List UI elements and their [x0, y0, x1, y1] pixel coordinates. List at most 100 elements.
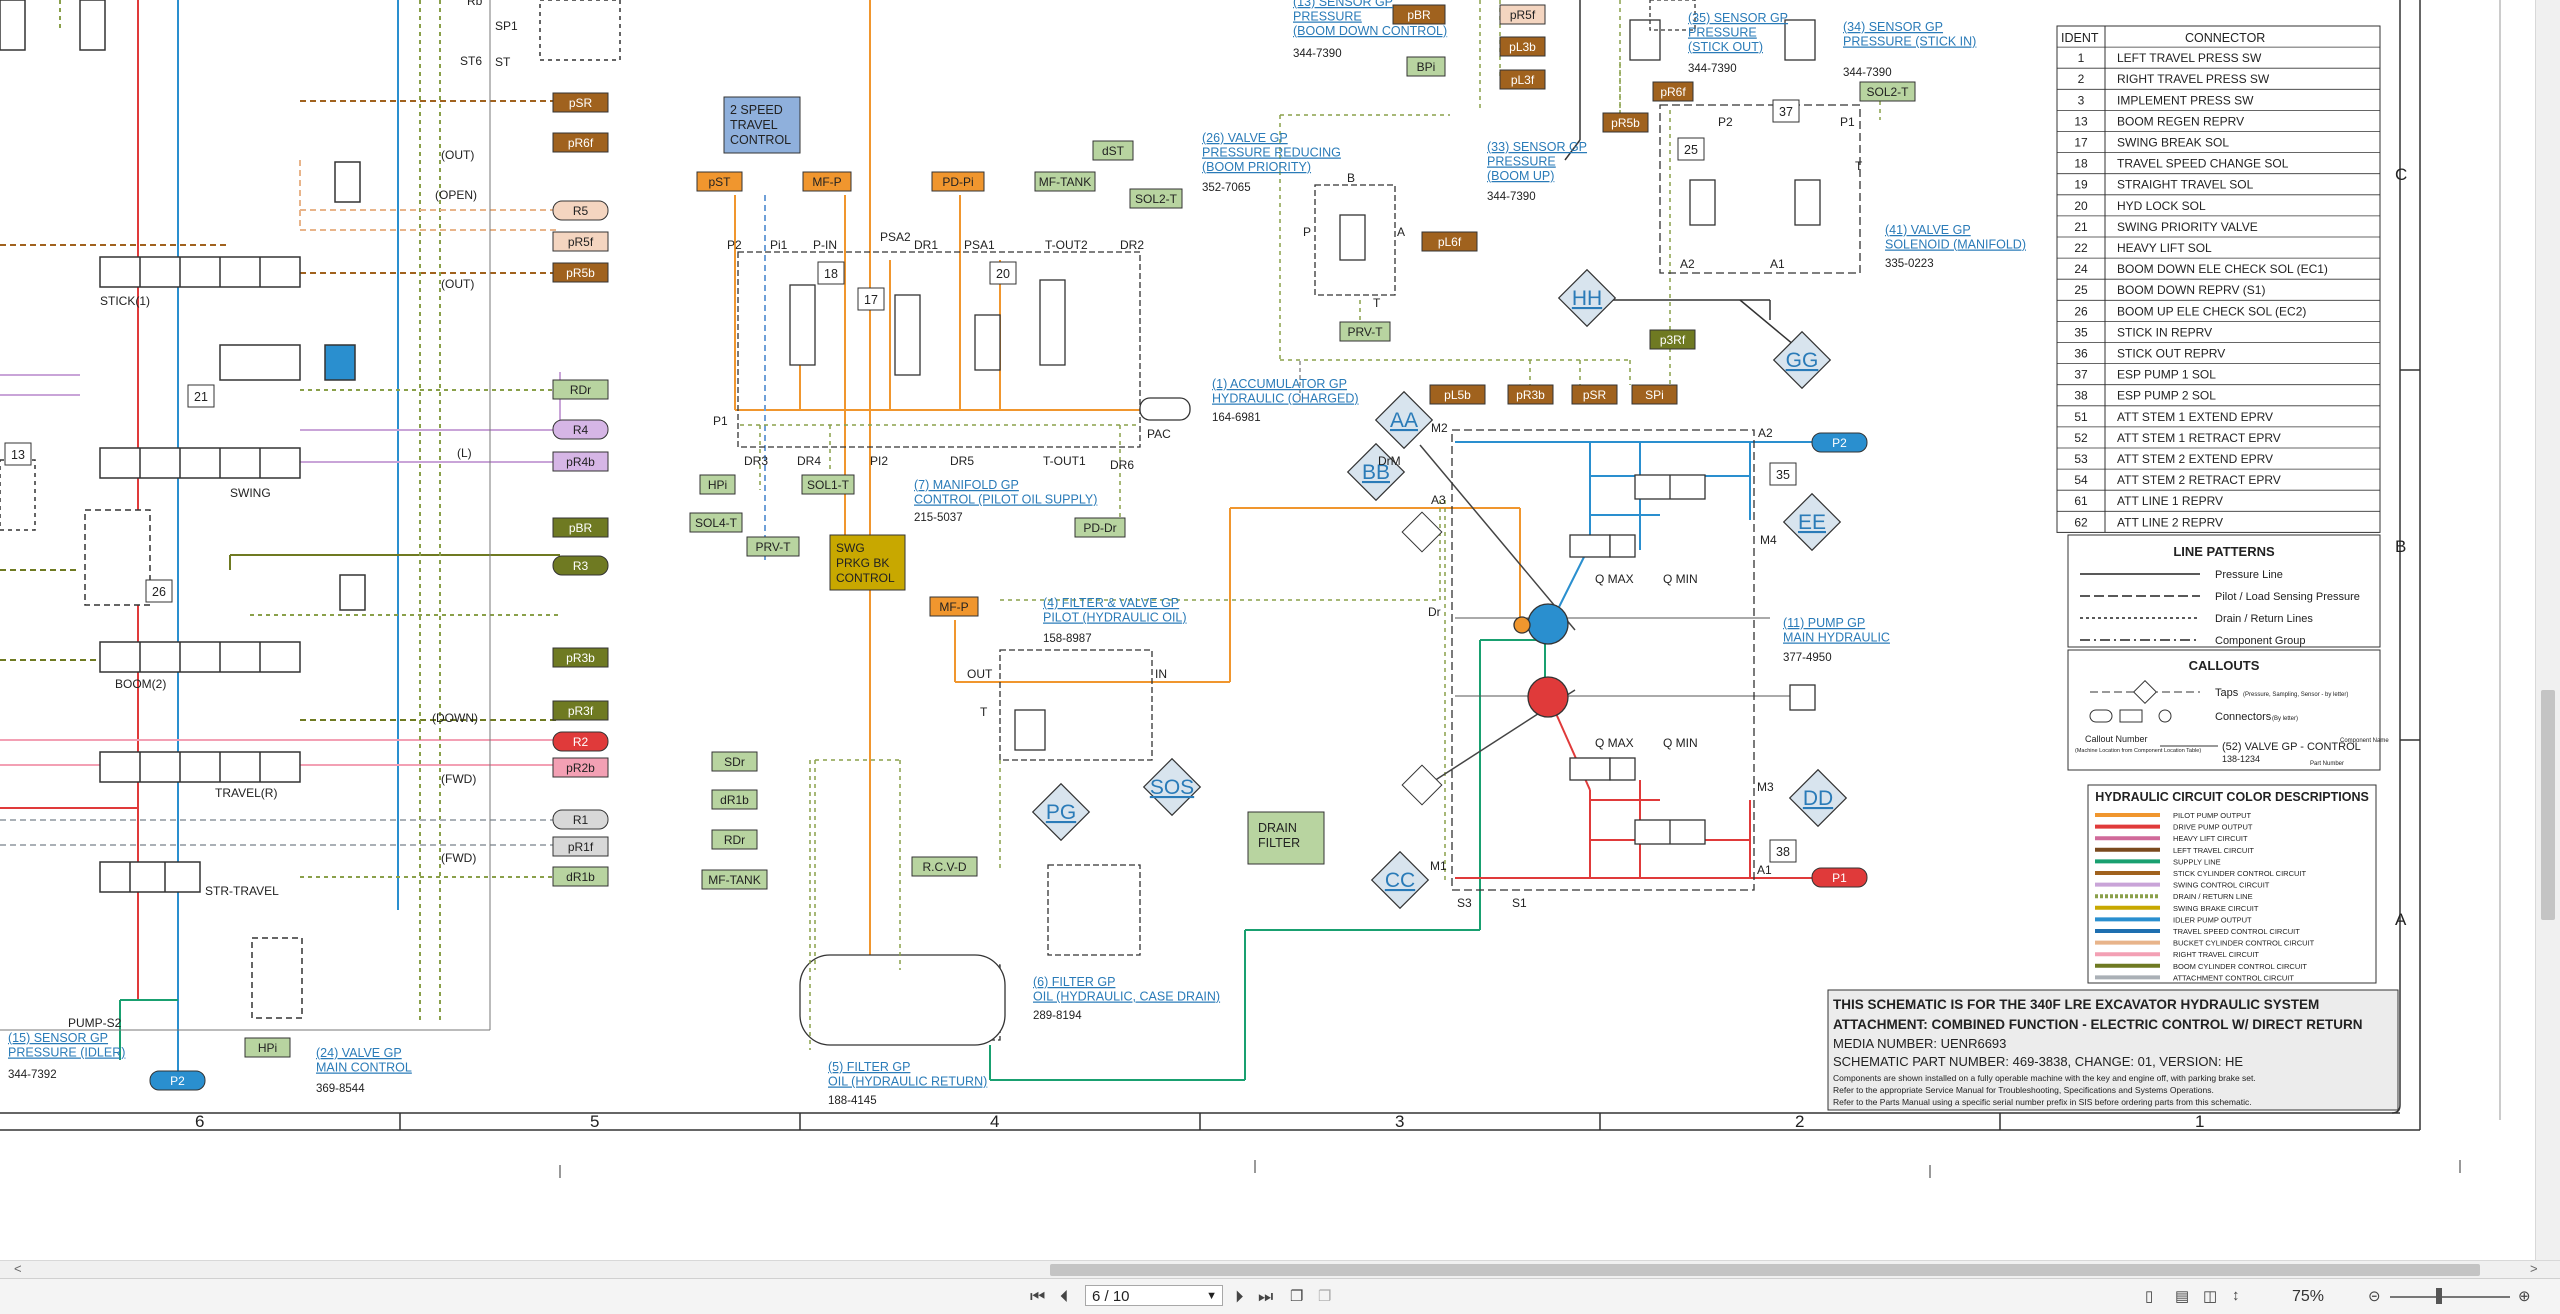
continuous-view-icon[interactable]: ▤ [2175, 1288, 2190, 1305]
tag-label-psr: pSR [569, 96, 593, 110]
ident-box [1769, 462, 1797, 486]
label-dr: Dr [1428, 605, 1441, 619]
callout-part-number-c24: 369-8544 [316, 1083, 365, 1095]
callout-c33: PRESSURE [1487, 155, 1556, 169]
single-page-view-icon[interactable]: ▯ [2145, 1288, 2154, 1305]
table-cell-connector: SWING BREAK SOL [2117, 136, 2229, 150]
table-cell-ident: 24 [2074, 262, 2088, 276]
tag-prv_t [746, 536, 800, 557]
tag-label-psr2: pSR [1583, 388, 1607, 402]
tag-pr4b [552, 451, 609, 472]
vertical-scroll-thumb[interactable] [2541, 690, 2555, 920]
scroll-left-icon[interactable]: < [14, 1261, 22, 1276]
ident-number: 17 [864, 293, 878, 307]
table-cell-ident: 2 [2078, 72, 2085, 86]
horizontal-scrollbar[interactable]: < > [0, 1260, 2560, 1279]
callout-part-number-c4: 158-8987 [1043, 633, 1092, 645]
callout-c7: (7) MANIFOLD GP [914, 478, 1019, 492]
last-page-icon[interactable]: ⏭ [1258, 1287, 1274, 1306]
callout-part-number-c34: 344-7390 [1843, 67, 1892, 79]
previous-page-icon[interactable]: ⏴ [1060, 1287, 1069, 1306]
tag-label-dr1b2: dR1b [720, 793, 749, 807]
label-st: ST [495, 55, 511, 69]
copy-page-icon[interactable]: ❐ [1290, 1288, 1304, 1305]
table-cell-ident: 54 [2074, 473, 2088, 487]
callout-c26: (26) VALVE GP [1202, 131, 1288, 145]
tag-pl3b [1499, 36, 1546, 57]
connector-tags: pSRpR6fR5pR5fpR5bRDrR4pR4bpBRR3pR3bpR3fR… [149, 4, 1916, 1091]
chevron-down-icon[interactable]: ▼ [1206, 1290, 1217, 1302]
zoom-in-icon[interactable]: ⊕ [2518, 1288, 2531, 1305]
table-cell-connector: STICK OUT REPRV [2117, 347, 2225, 361]
top-part-number: 344-7390 [1880, 0, 1927, 3]
callouts-title: CALLOUTS [2189, 658, 2260, 673]
label-p: P [1303, 225, 1311, 239]
tag-pr3b [552, 647, 609, 668]
tag-sdr [711, 751, 758, 772]
color-desc-label: SUPPLY LINE [2173, 857, 2221, 866]
table-cell-ident: 13 [2074, 114, 2088, 128]
callout-c15: (15) SENSOR GP [8, 1031, 108, 1045]
taps-label: Taps [2215, 687, 2239, 699]
color-desc-label: STICK CYLINDER CONTROL CIRCUIT [2173, 869, 2306, 878]
table-cell-ident: 3 [2078, 93, 2085, 107]
paste-page-icon[interactable]: ❐ [1318, 1288, 1332, 1305]
label-t2: T [1855, 159, 1863, 173]
tag-p3rf [1649, 329, 1696, 350]
callout-c4: (4) FILTER & VALVE GP [1043, 596, 1179, 610]
tag-label-bpi: BPi [1417, 60, 1436, 74]
callout-c11: MAIN HYDRAULIC [1783, 631, 1890, 645]
label-m3: M3 [1757, 780, 1774, 794]
callout-part-number-c35: 344-7390 [1688, 63, 1737, 75]
table-cell-ident: 21 [2074, 220, 2088, 234]
label-down: (DOWN) [432, 711, 478, 725]
label-p2b: P2 [1718, 115, 1733, 129]
swing-parking-brake-box [829, 534, 906, 591]
label-rb: Rb [467, 0, 483, 8]
tag-r4 [552, 419, 609, 440]
zoom-out-icon[interactable]: ⊝ [2368, 1288, 2381, 1305]
table-cell-ident: 17 [2074, 136, 2088, 150]
table-cell-ident: 26 [2074, 304, 2088, 318]
table-cell-connector: BOOM DOWN REPRV (S1) [2117, 283, 2265, 297]
horizontal-scroll-thumb[interactable] [1050, 1264, 2480, 1276]
next-page-icon[interactable]: ⏵ [1235, 1287, 1244, 1306]
table-cell-connector: BOOM DOWN ELE CHECK SOL (EC1) [2117, 262, 2328, 276]
color-desc-label: DRIVE PUMP OUTPUT [2173, 823, 2253, 832]
drain-filter-box [1247, 811, 1325, 865]
tag-label-pr6f2: pR6f [1660, 85, 1686, 99]
zoom-slider-handle[interactable] [2436, 1288, 2442, 1304]
label-l: (L) [457, 446, 472, 460]
tag-hpi [699, 474, 736, 495]
tag-label-p2c: P2 [1832, 436, 1847, 450]
page-number-input[interactable]: 6 / 10▼ [1085, 1285, 1223, 1306]
label-fwd: (FWD) [441, 772, 476, 786]
tag-label-rcvd: R.C.V-D [922, 860, 966, 874]
ident-number: 13 [11, 448, 25, 462]
drain-lines-center [740, 0, 1881, 1050]
taps-note: (Pressure, Sampling, Sensor - by letter) [2243, 692, 2348, 698]
two-page-view-icon[interactable]: ◫ [2203, 1288, 2218, 1305]
title-line-2: ATTACHMENT: COMBINED FUNCTION - ELECTRIC… [1833, 1017, 2362, 1032]
vertical-scrollbar[interactable] [2535, 0, 2560, 1260]
label-a2: A2 [1758, 426, 1773, 440]
label-dr4: DR4 [797, 454, 821, 468]
fit-width-icon[interactable]: ↕ [2232, 1287, 2240, 1304]
left-valve-lines [0, 0, 561, 1075]
zoom-slider[interactable] [2390, 1296, 2510, 1298]
table-cell-connector: ESP PUMP 1 SOL [2117, 368, 2216, 382]
scroll-right-icon[interactable]: > [2530, 1261, 2538, 1276]
tag-label-sol1_t: SOL1-T [807, 478, 850, 492]
first-page-icon[interactable]: ⏮ [1030, 1287, 1046, 1306]
tap-aa-icon [1374, 390, 1434, 450]
ident-box [145, 579, 173, 603]
label-dr6: DR6 [1110, 458, 1134, 472]
label-m2: M2 [1431, 421, 1448, 435]
drain-filter-label: DRAIN [1258, 821, 1297, 835]
label-s3: S3 [1457, 896, 1472, 910]
tag-pd_dr [1074, 517, 1126, 538]
label-psa1: PSA1 [964, 238, 995, 252]
